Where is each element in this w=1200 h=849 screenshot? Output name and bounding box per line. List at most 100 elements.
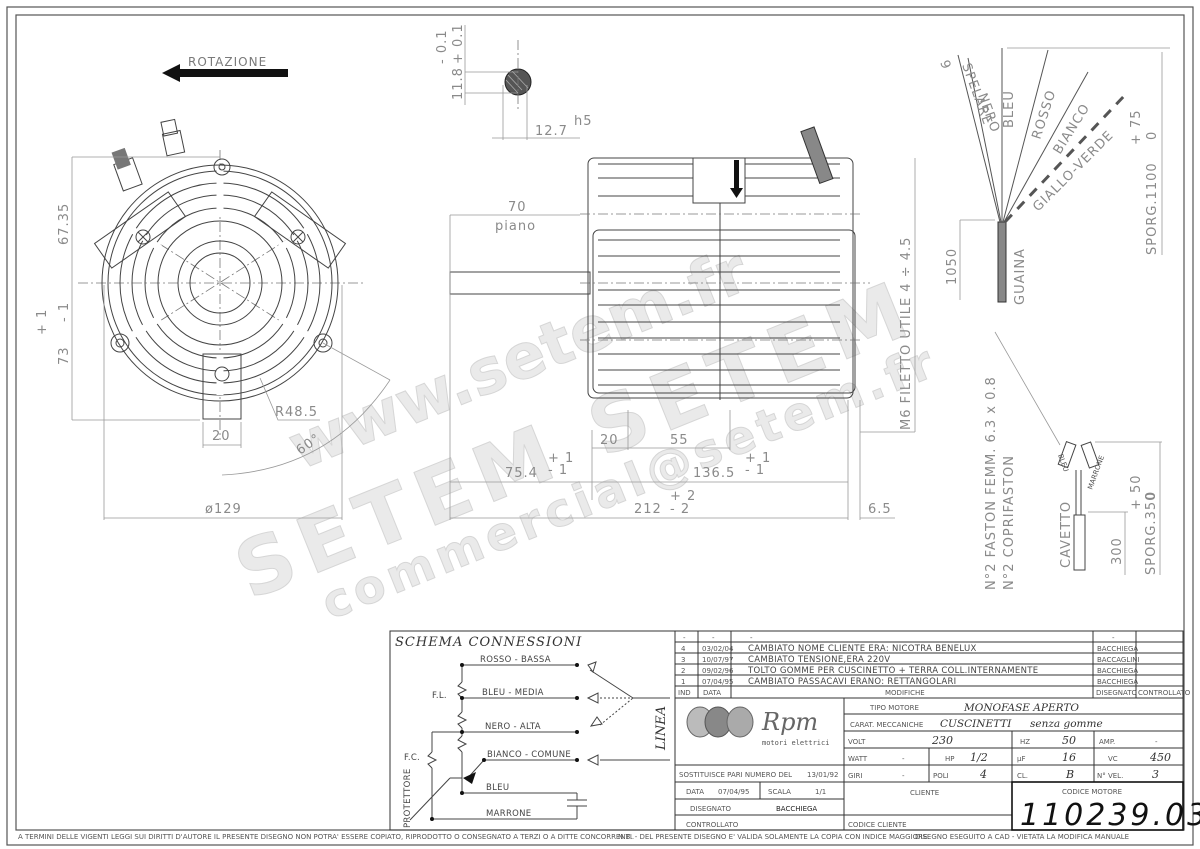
label-poli: POLI [933, 772, 949, 780]
rev-col-drawn: DISEGNATO [1096, 689, 1138, 697]
lead-sheath-length: 1050 [945, 248, 960, 285]
label-volt: VOLT [848, 738, 866, 746]
rev-placeholder-date: - [712, 634, 715, 642]
rotation-arrow-icon [178, 69, 288, 77]
schema-wire-bleu-media: BLEU - MEDIA [482, 688, 544, 698]
dim-radius: R48.5 [275, 405, 318, 420]
value-amp: - [1155, 738, 1158, 746]
dim-55: 55 [670, 433, 689, 448]
logo-brand: Rpm [761, 708, 818, 736]
label-codice-motore: CODICE MOTORE [1062, 788, 1122, 796]
down-arrow-icon [730, 188, 743, 198]
protector-cable-length: 300 [1110, 537, 1125, 565]
protector-tol-minus: 0 [1144, 491, 1159, 500]
footer: A TERMINI DELLE VIGENTI LEGGI SUI DIRITT… [18, 833, 1129, 841]
protector-symbol-icon [463, 772, 476, 784]
protector-protrusion: SPORG.350 [1144, 492, 1159, 575]
footer-copyright: A TERMINI DELLE VIGENTI LEGGI SUI DIRITT… [18, 833, 634, 841]
label-amp: AMP. [1099, 738, 1115, 746]
lead-protrusion-tol-minus: 0 [1145, 131, 1160, 140]
label-hz: HZ [1020, 738, 1030, 746]
dim-20: 20 [600, 433, 619, 448]
rev-date: 10/07/97 [702, 656, 733, 664]
rotation-indicator: ROTAZIONE [162, 55, 288, 82]
value-volt: 230 [931, 734, 953, 747]
dim-212-tol-minus: - 2 [670, 502, 690, 517]
rev-ind: 1 [681, 678, 685, 686]
rev-ind: 3 [681, 656, 685, 664]
dim-flat-length: 70 [508, 200, 527, 215]
title-block: Rpm motori elettrici TIPO MOTORE MONOFAS… [674, 697, 1200, 833]
lead-strip-length: 9 [936, 58, 953, 72]
protector-wire-marrone: MARRONE [1086, 454, 1106, 490]
value-tipo-motore: MONOFASE APERTO [963, 702, 1079, 714]
protector-wire-bleu: BLEU [1056, 453, 1070, 473]
label-tipo-motore: TIPO MOTORE [869, 704, 919, 712]
revision-row-4: 4 03/02/04 CAMBIATO NOME CLIENTE ERA: NI… [681, 644, 1138, 654]
rev-date: 07/04/95 [702, 678, 733, 686]
revisions-table: - - - - 4 03/02/04 CAMBIATO NOME CLIENTE… [674, 630, 1191, 699]
value-data: 07/04/95 [718, 788, 749, 796]
dim-shaft-flat-tol-plus: + 0.1 [451, 23, 466, 64]
lead-protrusion-tol-plus: + 75 [1129, 109, 1144, 145]
rev-col-desc: MODIFICHE [885, 689, 925, 697]
label-uf: µF [1017, 755, 1025, 763]
schema-fc-label: F.C. [404, 753, 420, 763]
rotation-label: ROTAZIONE [188, 55, 267, 69]
dim-height-lower: 73 [57, 346, 72, 365]
rev-ind: 2 [681, 667, 685, 675]
footer-cad-note: DISEGNO ESEGUITO A CAD - VIETATA LA MODI… [915, 833, 1129, 841]
value-cl: B [1065, 768, 1074, 781]
rev-col-date: DATA [703, 689, 721, 697]
label-data: DATA [686, 788, 704, 796]
rev-drawn: BACCHIEGA [1097, 667, 1138, 675]
label-codice-cliente: CODICE CLIENTE [848, 821, 907, 829]
rev-desc: CAMBIATO NOME CLIENTE ERA: NICOTRA BENEL… [748, 644, 977, 654]
dim-136: 136.5 [693, 466, 735, 481]
protector-tol-plus: + 50 [1129, 474, 1144, 510]
dim-foot-width: 20 [212, 429, 231, 444]
rev-drawn: BACCHIEGA [1097, 645, 1138, 653]
schema-protector-label: PROTETTORE [403, 769, 413, 829]
dim-75-tol-plus: + 1 [548, 451, 574, 466]
outer-frame [6, 6, 1194, 846]
faston-cover: N°2 COPRIFASTON [1002, 455, 1017, 590]
value-giri: - [902, 772, 905, 780]
dim-height-upper: 67.35 [57, 203, 72, 245]
dim-136-tol-minus: - 1 [745, 463, 765, 478]
protector-cable-label: CAVETTO [1059, 501, 1074, 568]
dim-thread: M6 FILETTO UTILE 4 ÷ 4.5 [899, 237, 914, 430]
label-controllato: CONTROLLATO [686, 821, 739, 829]
rev-ind: 4 [681, 645, 686, 653]
rev-drawn: BACCHIEGA [1097, 678, 1138, 686]
lead-label-guaina: GUAINA [1013, 248, 1028, 305]
value-poli: 4 [979, 768, 987, 781]
label-cl: CL. [1017, 772, 1028, 780]
value-disegnato: BACCHIEGA [776, 805, 817, 813]
rotation-arrowhead-icon [162, 64, 180, 82]
label-carat: CARAT. MECCANICHE [850, 721, 923, 729]
label-disegnato: DISEGNATO [690, 805, 732, 813]
value-codice-motore: 110239.03 [1020, 798, 1200, 833]
label-hp: HP [945, 755, 955, 763]
faston-spec: N°2 FASTON FEMM. 6.3 x 0.8 [984, 376, 999, 590]
rev-drawn: BACCAGLINI [1097, 656, 1140, 664]
label-scala: SCALA [768, 788, 791, 796]
schema-title: SCHEMA CONNESSIONI [395, 635, 582, 650]
dim-shaft-flat-tol-minus: - 0.1 [435, 30, 450, 65]
connection-schema: SCHEMA CONNESSIONI [389, 630, 676, 831]
schema-wire-bianco-comune: BIANCO - COMUNE [487, 750, 571, 760]
leads-diagram: SPELARE 9 NERO BLEU ROSSO BIANCO GIALLO-… [936, 47, 1170, 305]
dim-212-tol-plus: + 2 [670, 489, 696, 504]
value-replaces: 13/01/92 [807, 771, 838, 779]
lead-label-bleu: BLEU [1002, 90, 1017, 128]
value-scala: 1/1 [815, 788, 826, 796]
dim-shaft-diameter: 12.7 [535, 124, 568, 139]
value-hp: 1/2 [970, 751, 988, 764]
schema-wire-rosso-bassa: ROSSO - BASSA [480, 655, 551, 665]
schema-wire-marrone: MARRONE [486, 809, 531, 819]
label-replaces: SOSTITUISCE PARI NUMERO DEL [679, 771, 792, 779]
value-carat-note: senza gomme [1030, 718, 1103, 730]
rev-col-ind: IND [678, 689, 691, 697]
